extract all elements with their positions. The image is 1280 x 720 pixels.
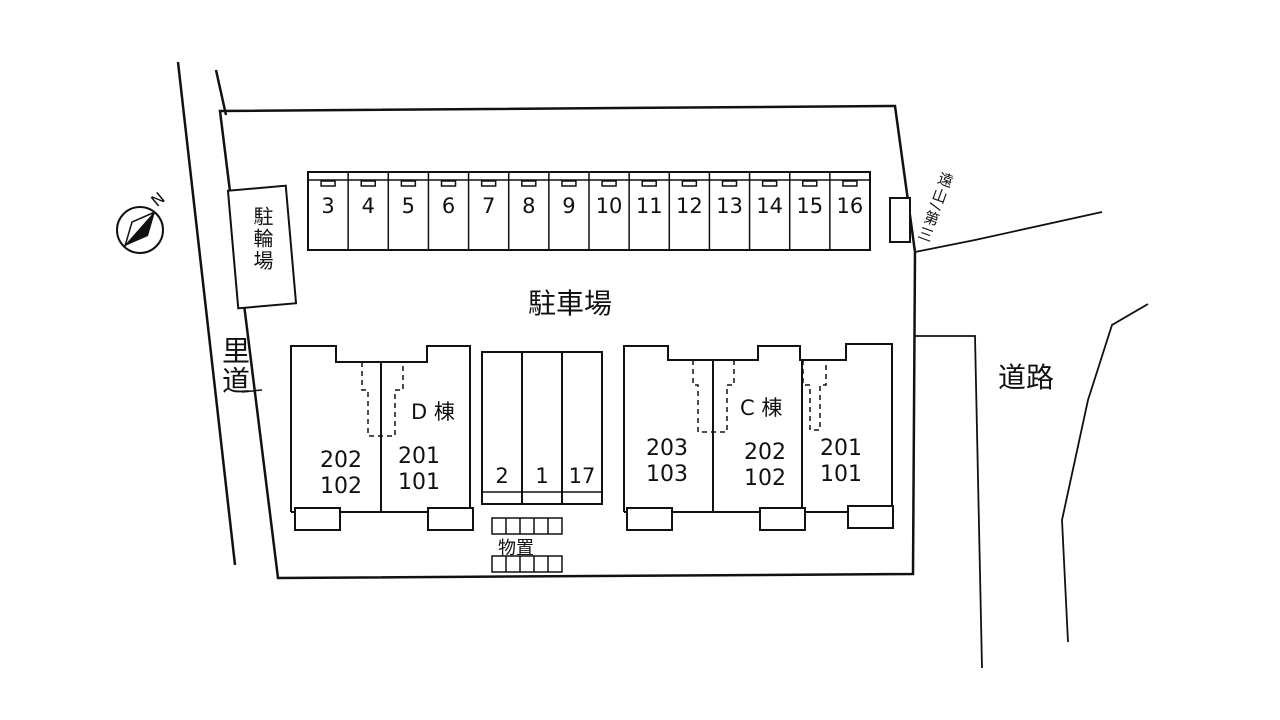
c-unit-3-lower: 101 xyxy=(820,462,862,487)
parking-space-number: 1 xyxy=(535,464,549,488)
d-building xyxy=(290,345,474,531)
parking-space-number: 9 xyxy=(562,194,576,218)
parking-space-number: 7 xyxy=(481,194,496,218)
wheel-stop xyxy=(721,180,738,187)
c-unit-3: 201 101 xyxy=(806,436,876,488)
parking-space-number: 6 xyxy=(441,194,456,218)
d-building-label: D 棟 xyxy=(411,400,455,424)
wheel-stop xyxy=(802,180,818,187)
storage xyxy=(491,517,563,573)
c-unit-2-upper: 202 xyxy=(744,440,786,465)
parking-space-number: 15 xyxy=(796,194,824,218)
c-unit-2-lower: 102 xyxy=(744,466,786,491)
c-unit-2: 202 102 xyxy=(730,440,800,492)
d-unit-1: 202 102 xyxy=(306,448,376,500)
wheel-stop xyxy=(561,180,577,187)
parking-space-number: 4 xyxy=(361,194,375,218)
d-unit-1-upper: 202 xyxy=(320,448,362,473)
parking-space-number: 11 xyxy=(635,194,663,218)
parking-space-number: 3 xyxy=(321,194,335,218)
wheel-stop xyxy=(320,180,336,187)
middle-parking xyxy=(481,351,603,505)
wheel-stop xyxy=(641,180,657,187)
c-unit-1: 203 103 xyxy=(632,436,702,488)
compass-icon xyxy=(116,206,164,254)
village-road-label: 里道 xyxy=(218,336,251,396)
c-building-label: C 棟 xyxy=(740,396,783,420)
parking-space-number: 12 xyxy=(675,194,703,218)
bicycle-parking xyxy=(226,184,298,310)
parking-space-number: 8 xyxy=(522,194,536,218)
parking-space-number: 17 xyxy=(568,464,596,488)
c-building xyxy=(623,343,894,531)
parking-space-number: 13 xyxy=(716,194,743,218)
c-unit-3-upper: 201 xyxy=(820,436,862,461)
d-unit-1-lower: 102 xyxy=(320,474,362,499)
c-unit-1-upper: 203 xyxy=(646,436,688,461)
wheel-stop xyxy=(521,180,537,187)
d-unit-2-lower: 101 xyxy=(398,470,440,495)
wheel-stop xyxy=(400,180,417,187)
wheel-stop xyxy=(842,180,858,187)
parking-space-number: 5 xyxy=(401,194,416,218)
parking-space-number: 10 xyxy=(595,194,623,218)
wheel-stop xyxy=(480,180,497,187)
parking-space-number: 2 xyxy=(495,464,509,488)
parking-label: 駐車場 xyxy=(528,287,613,320)
storage-label: 物置 xyxy=(498,538,534,559)
parking-space-number: 14 xyxy=(756,194,783,218)
wheel-stop xyxy=(601,180,617,187)
road-label: 道路 xyxy=(998,361,1055,394)
c-unit-1-lower: 103 xyxy=(646,462,688,487)
site-boundary xyxy=(218,104,917,580)
sign-box xyxy=(889,197,911,243)
d-unit-2-upper: 201 xyxy=(398,444,440,469)
wheel-stop xyxy=(440,180,457,187)
d-unit-2: 201 101 xyxy=(384,444,454,496)
parking-space-number: 16 xyxy=(836,194,864,218)
wheel-stop xyxy=(360,180,376,187)
bicycle-parking-label: 駐輪場 xyxy=(250,206,274,272)
wheel-stop xyxy=(681,180,698,187)
wheel-stop xyxy=(761,180,778,187)
